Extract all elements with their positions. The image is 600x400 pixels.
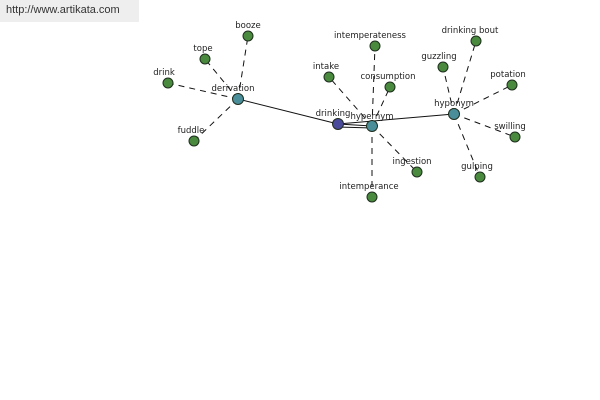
node-label-drinking: drinking (316, 109, 351, 119)
edge-hyponym-guzzling (442, 66, 455, 115)
edge-hyponym-drinking-bout (453, 40, 477, 115)
node-intake[interactable] (323, 71, 335, 83)
node-swilling[interactable] (509, 131, 521, 143)
edge-derivation-tope (204, 58, 239, 100)
node-gulping[interactable] (474, 171, 486, 183)
node-consumption[interactable] (384, 81, 396, 93)
edge-hypernym-intemperateness (371, 45, 376, 127)
node-guzzling[interactable] (437, 61, 449, 73)
node-label-booze: booze (235, 21, 261, 31)
node-booze[interactable] (242, 30, 254, 42)
node-label-potation: potation (490, 70, 525, 80)
edge-hyponym-gulping (453, 113, 481, 178)
node-hypernym[interactable] (366, 120, 378, 132)
node-label-ingestion: ingestion (392, 157, 431, 167)
node-drink[interactable] (162, 77, 174, 89)
node-label-intake: intake (313, 62, 339, 72)
edge-derivation-drink (167, 82, 239, 100)
node-tope[interactable] (199, 53, 211, 65)
node-label-tope: tope (193, 44, 212, 54)
edge-drinking-hyponym (337, 113, 455, 125)
node-label-fuddle: fuddle (178, 126, 205, 136)
node-label-consumption: consumption (360, 72, 415, 82)
node-potation[interactable] (506, 79, 518, 91)
node-fuddle[interactable] (188, 135, 200, 147)
node-label-intemperateness: intemperateness (334, 31, 407, 41)
node-label-hypernym: hypernym (350, 112, 393, 122)
node-label-hyponym: hyponym (434, 99, 474, 109)
edge-hypernym-consumption (371, 86, 391, 127)
node-label-derivation: derivation (211, 84, 254, 94)
node-hyponym[interactable] (448, 108, 460, 120)
graph-labels: drinking derivation hypernym hyponym booze to… (153, 21, 526, 192)
node-label-intemperance: intemperance (339, 182, 398, 192)
node-drinking-bout[interactable] (470, 35, 482, 47)
node-label-gulping: gulping (461, 162, 493, 172)
node-derivation[interactable] (232, 93, 244, 105)
source-url[interactable]: http://www.artikata.com (0, 0, 139, 22)
node-label-guzzling: guzzling (421, 52, 456, 62)
node-intemperateness[interactable] (369, 40, 381, 52)
edge-drinking-derivation (237, 98, 339, 125)
node-label-swilling: swilling (494, 122, 526, 132)
graph-nodes (162, 30, 521, 203)
node-label-drinking-bout: drinking bout (442, 26, 499, 36)
node-label-drink: drink (153, 68, 175, 78)
node-ingestion[interactable] (411, 166, 423, 178)
node-drinking[interactable] (332, 118, 344, 130)
node-intemperance[interactable] (366, 191, 378, 203)
